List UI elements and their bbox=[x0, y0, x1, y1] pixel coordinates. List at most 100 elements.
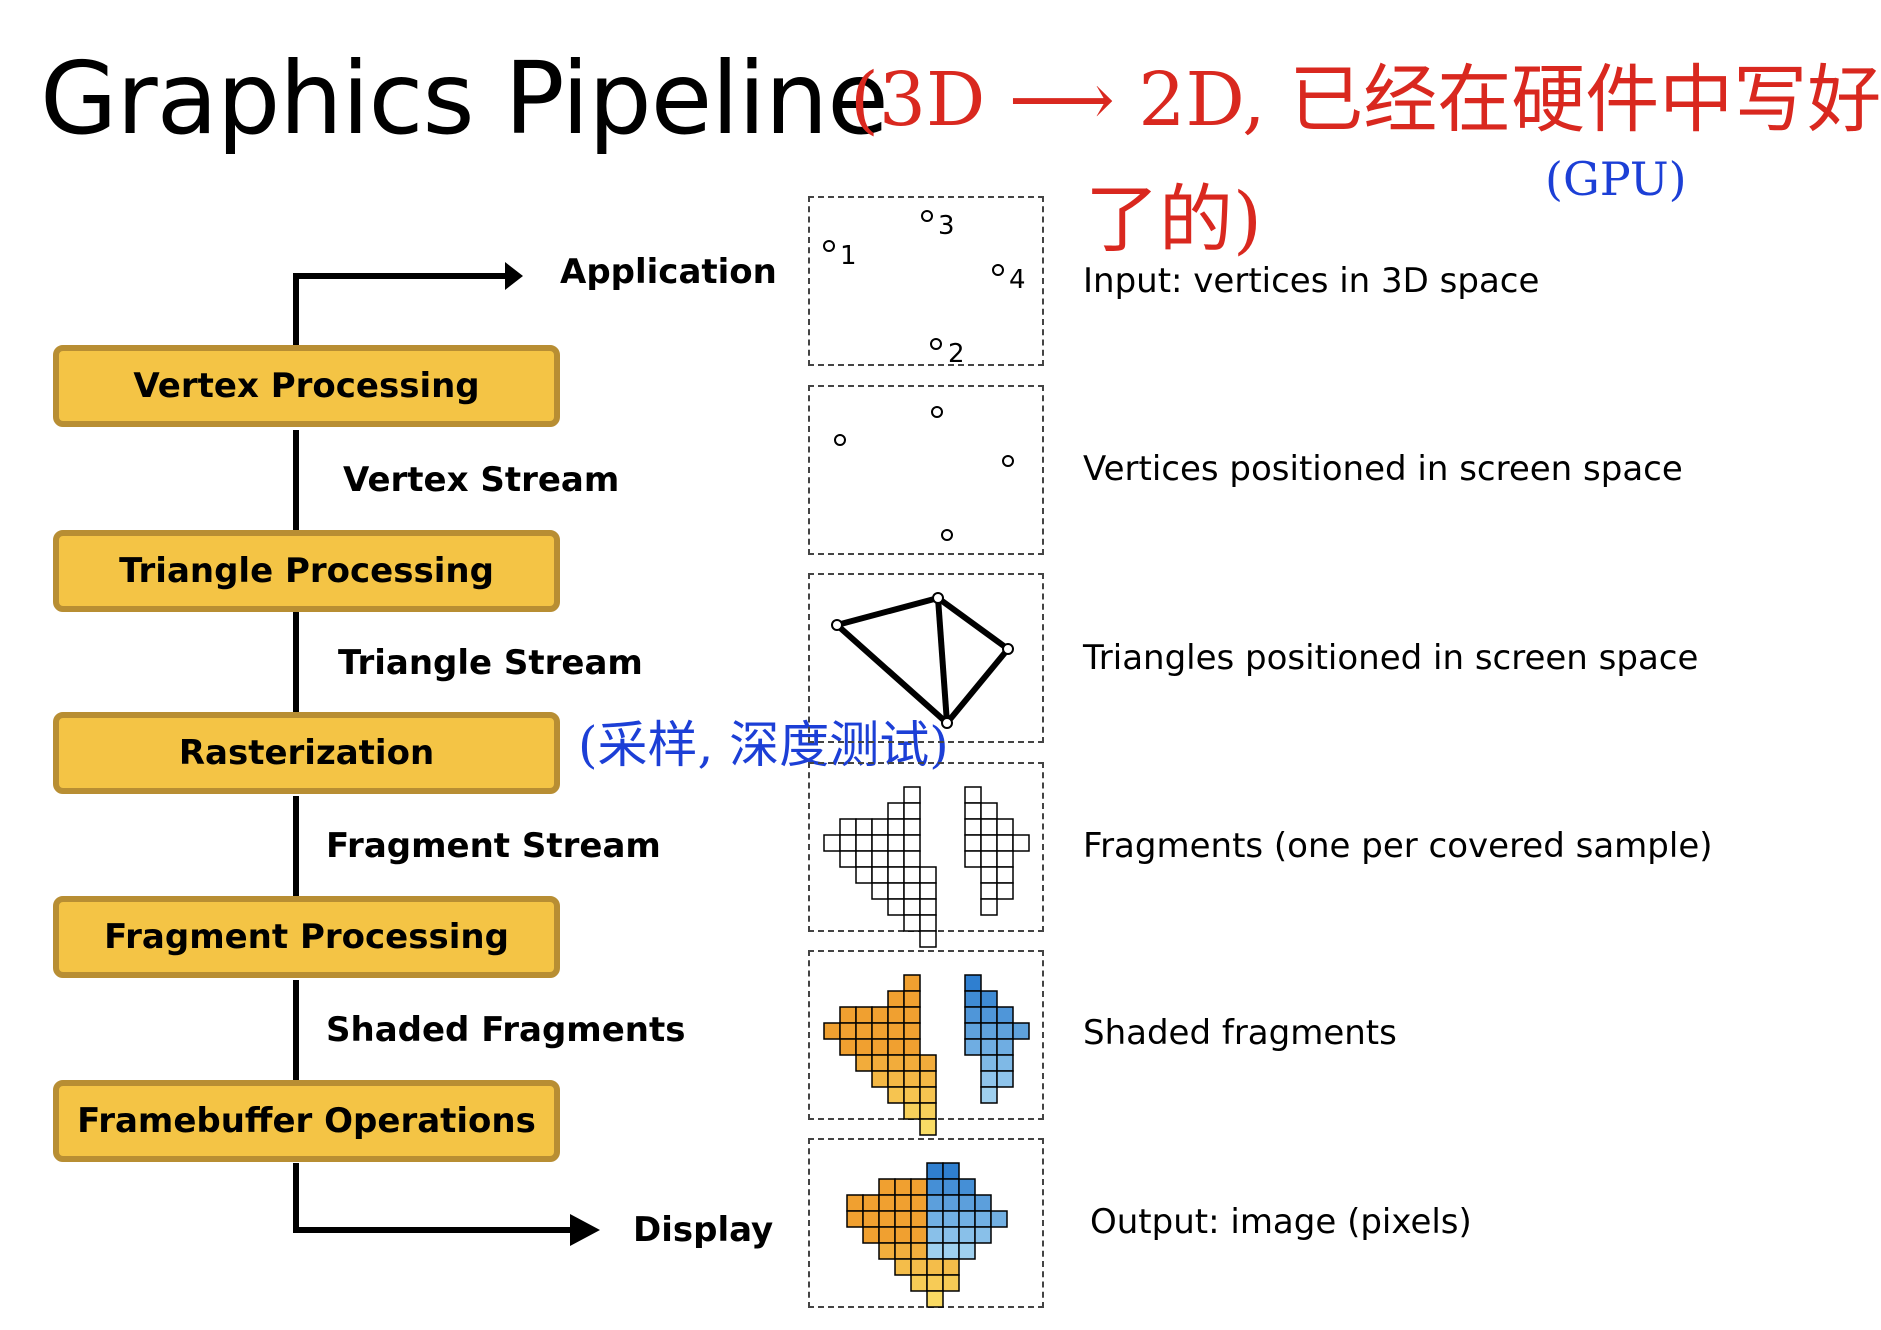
output-pixel-cell bbox=[926, 1178, 944, 1196]
output-pixel-cell bbox=[910, 1226, 928, 1244]
fragment-cell bbox=[887, 850, 905, 868]
output-pixel-cell bbox=[894, 1242, 912, 1260]
desc-input-vertices: Input: vertices in 3D space bbox=[1083, 261, 1540, 301]
page-title: Graphics Pipeline bbox=[40, 40, 889, 157]
fragment-cell bbox=[887, 866, 905, 884]
annotation-gpu: (GPU) bbox=[1545, 152, 1687, 206]
stage-framebuffer-operations: Framebuffer Operations bbox=[53, 1080, 560, 1162]
output-pixel-cell bbox=[910, 1194, 928, 1212]
fragment-cell bbox=[980, 802, 998, 820]
fragment-cell bbox=[903, 834, 921, 852]
shaded-fragment-cell bbox=[996, 1038, 1014, 1056]
shaded-fragment-cell bbox=[871, 1038, 889, 1056]
output-pixel-cell bbox=[974, 1226, 992, 1244]
desc-fragments: Fragments (one per covered sample) bbox=[1083, 826, 1713, 866]
output-pixel-cell bbox=[958, 1226, 976, 1244]
fragment-cell bbox=[964, 850, 982, 868]
fragment-cell bbox=[919, 898, 937, 916]
output-pixel-cell bbox=[926, 1210, 944, 1228]
shaded-fragment-cell bbox=[887, 1006, 905, 1024]
shaded-fragment-cell bbox=[964, 974, 982, 992]
stream-shaded-fragments: Shaded Fragments bbox=[326, 1010, 686, 1050]
shaded-fragment-cell bbox=[871, 1006, 889, 1024]
output-pixel-cell bbox=[958, 1178, 976, 1196]
fragment-cell bbox=[980, 818, 998, 836]
fragment-cell bbox=[839, 834, 857, 852]
fragment-cell bbox=[980, 834, 998, 852]
output-pixel-cell bbox=[910, 1178, 928, 1196]
stage-vertex-processing: Vertex Processing bbox=[53, 345, 560, 427]
shaded-fragment-cell bbox=[887, 1038, 905, 1056]
fragment-cell bbox=[855, 850, 873, 868]
output-pixel-cell bbox=[894, 1210, 912, 1228]
fragment-cell bbox=[980, 850, 998, 868]
slide: Graphics Pipeline (3D ⟶ 2D, 已经在硬件中写好 了的)… bbox=[40, 40, 1881, 1308]
shaded-fragment-cell bbox=[823, 1022, 841, 1040]
shaded-fragment-cell bbox=[903, 990, 921, 1008]
output-pixel-cell bbox=[958, 1210, 976, 1228]
fragment-cell bbox=[855, 866, 873, 884]
fragment-cell bbox=[903, 898, 921, 916]
output-pixel-cell bbox=[878, 1178, 896, 1196]
fragment-cell bbox=[919, 882, 937, 900]
fragment-cell bbox=[903, 850, 921, 868]
output-pixel-cell bbox=[926, 1194, 944, 1212]
output-pixel-cell bbox=[942, 1194, 960, 1212]
shaded-fragment-cell bbox=[887, 1022, 905, 1040]
output-pixel-cell bbox=[942, 1274, 960, 1292]
fragment-cell bbox=[903, 866, 921, 884]
fragment-cell bbox=[903, 818, 921, 836]
shaded-fragment-cell bbox=[919, 1118, 937, 1136]
fragment-cell bbox=[871, 882, 889, 900]
shaded-fragment-cell bbox=[855, 1038, 873, 1056]
shaded-fragment-cell bbox=[919, 1054, 937, 1072]
output-pixel-cell bbox=[958, 1242, 976, 1260]
fragment-cell bbox=[996, 850, 1014, 868]
shaded-fragment-cell bbox=[964, 1006, 982, 1024]
shaded-fragment-cell bbox=[871, 1070, 889, 1088]
output-pixel-cell bbox=[910, 1242, 928, 1260]
fragment-cell bbox=[903, 802, 921, 820]
output-pixel-cell bbox=[894, 1178, 912, 1196]
fragment-cell bbox=[887, 898, 905, 916]
fragment-cell bbox=[887, 802, 905, 820]
output-pixel-cell bbox=[926, 1162, 944, 1180]
shaded-fragment-cell bbox=[903, 1038, 921, 1056]
fragment-cell bbox=[903, 882, 921, 900]
shaded-fragment-cell bbox=[964, 1022, 982, 1040]
fragment-cell bbox=[980, 866, 998, 884]
fragment-cell bbox=[855, 834, 873, 852]
annotation-rasterization-note: (采样, 深度测试) bbox=[578, 716, 949, 774]
fragment-cell bbox=[964, 802, 982, 820]
output-pixel-cell bbox=[862, 1194, 880, 1212]
display-label: Display bbox=[633, 1210, 774, 1250]
output-pixel-cell bbox=[846, 1210, 864, 1228]
annotation-hardware-done: 了的) bbox=[1085, 177, 1262, 263]
application-label: Application bbox=[560, 252, 777, 292]
fragment-cell bbox=[887, 882, 905, 900]
fragment-cell bbox=[839, 818, 857, 836]
output-pixel-cell bbox=[926, 1258, 944, 1276]
output-pixel-cell bbox=[942, 1258, 960, 1276]
shaded-fragment-cell bbox=[903, 1086, 921, 1104]
panel-shaded-fragments bbox=[808, 950, 1044, 1136]
output-pixel-cell bbox=[910, 1274, 928, 1292]
vertex-label-3: 3 bbox=[938, 211, 955, 241]
output-pixel-cell bbox=[894, 1194, 912, 1212]
output-pixel-cell bbox=[942, 1162, 960, 1180]
fragment-cell bbox=[964, 786, 982, 804]
fragment-cell bbox=[855, 818, 873, 836]
output-pixel-cell bbox=[878, 1194, 896, 1212]
arrow-to-display-icon bbox=[570, 1214, 600, 1246]
output-pixel-cell bbox=[974, 1194, 992, 1212]
output-pixel-cell bbox=[894, 1226, 912, 1244]
panel-screen-vertices bbox=[808, 385, 1044, 555]
shaded-fragment-cell bbox=[855, 1006, 873, 1024]
shaded-fragment-cell bbox=[887, 1054, 905, 1072]
output-pixel-cell bbox=[910, 1258, 928, 1276]
arrow-to-application-icon bbox=[505, 262, 523, 290]
vertex-label-1: 1 bbox=[840, 241, 857, 271]
shaded-fragment-cell bbox=[887, 1070, 905, 1088]
panel-input-vertices: 1 3 4 2 bbox=[808, 196, 1044, 369]
panel-fragments bbox=[808, 762, 1044, 948]
